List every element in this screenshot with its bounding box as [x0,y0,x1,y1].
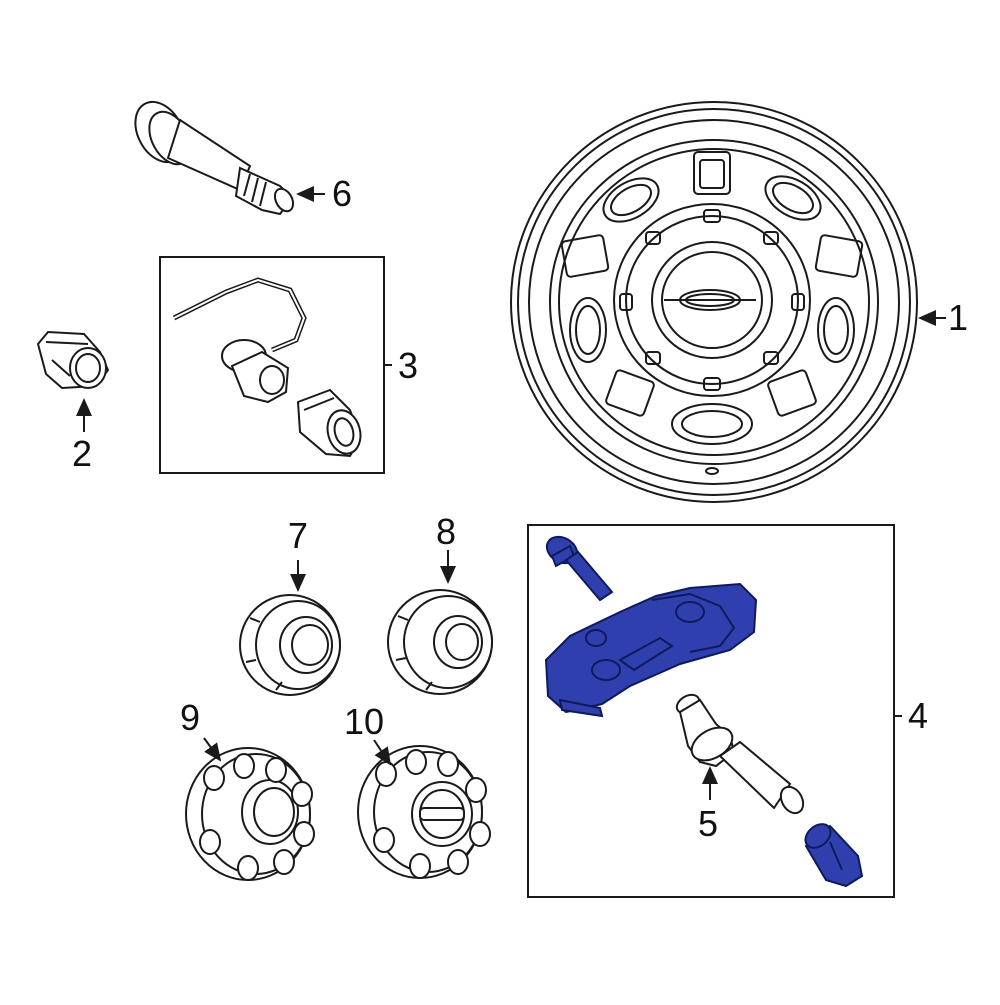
tpms-sensor-part-4[interactable] [542,532,758,718]
valve-stem-part-6[interactable] [126,93,297,216]
callout-6: 6 [332,173,353,214]
callout-5: 5 [698,803,719,844]
valve-stem-part-5[interactable] [674,691,808,817]
callout-10: 10 [344,701,385,742]
callout-4: 4 [908,695,929,736]
wheel-part-1[interactable] [510,101,918,503]
callout-2: 2 [72,433,93,474]
valve-cap[interactable] [801,819,864,888]
sensor-kit-part-3[interactable] [172,277,365,458]
part-4-group-box [527,524,895,898]
center-cap-part-7[interactable] [239,594,341,696]
leader-lines [76,186,946,800]
callout-1: 1 [948,297,969,338]
lug-nut-part-2[interactable] [36,330,110,390]
center-cap-part-8[interactable] [387,589,493,695]
callout-7: 7 [288,515,309,556]
callout-3: 3 [398,345,419,386]
center-cap-part-10[interactable] [357,745,491,879]
center-cap-part-9[interactable] [185,747,315,881]
callout-9: 9 [180,697,201,738]
callout-8: 8 [436,511,457,552]
